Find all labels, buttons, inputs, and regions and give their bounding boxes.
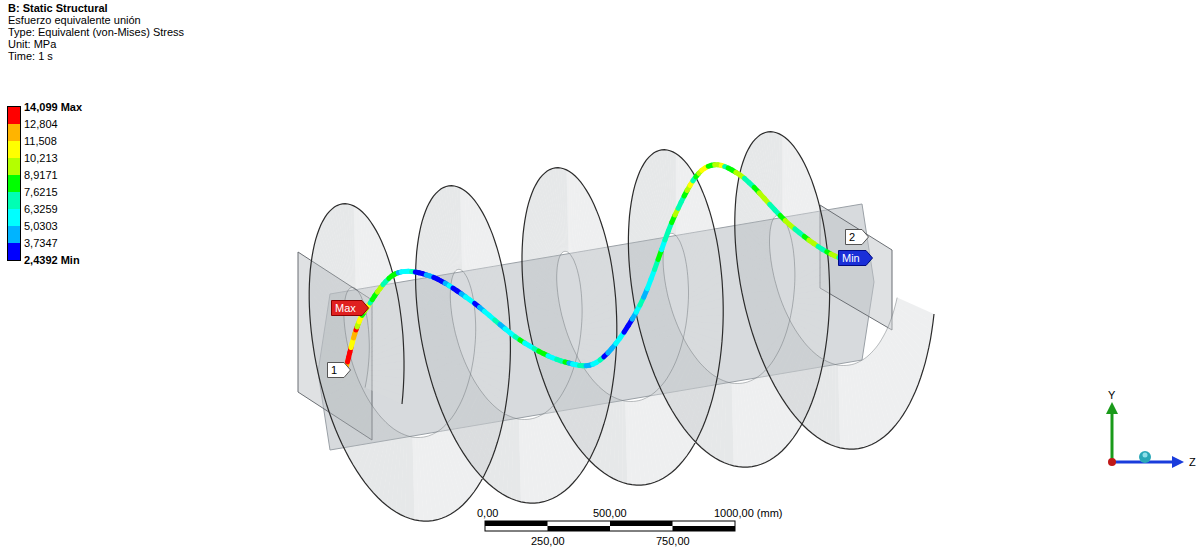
min-probe-tag: Min <box>838 250 873 266</box>
legend-value: 2,4392 Min <box>24 254 80 266</box>
tag-text: 2 <box>845 229 869 245</box>
legend-swatch <box>8 107 20 124</box>
tag-outline <box>846 230 869 245</box>
legend-value: 6,3259 <box>24 203 58 215</box>
flight-root <box>344 215 897 437</box>
conveyor-geometry <box>298 132 934 521</box>
legend-value: 14,099 Max <box>24 101 82 113</box>
legend-value: 11,508 <box>24 135 57 147</box>
legend-swatch <box>8 175 20 192</box>
flight-surface <box>633 294 671 306</box>
tag-text: 1 <box>327 362 351 378</box>
tag-text: Max <box>331 300 369 316</box>
flight-surface <box>618 400 623 483</box>
legend-value: 12,804 <box>24 118 58 130</box>
flight-surface <box>687 315 724 324</box>
scale-value: 500,00 <box>593 507 627 519</box>
flight-surface <box>831 364 836 447</box>
flight-surface <box>367 369 404 378</box>
weld-stress-line <box>345 165 868 372</box>
flight-edge <box>309 132 934 521</box>
result-title: B: Static Structural <box>8 2 108 14</box>
flight-surface <box>724 382 729 465</box>
flight-surface <box>357 208 360 291</box>
legend-swatch <box>8 192 20 209</box>
tag-shape <box>845 229 869 245</box>
flight-surface <box>512 418 517 501</box>
flight-surface <box>740 284 778 292</box>
axis-label: Y <box>1108 389 1115 401</box>
axis-label: Z <box>1189 456 1196 468</box>
legend-value: 10,213 <box>24 152 58 164</box>
tag-outline <box>332 301 369 316</box>
result-info: Esfuerzo equivalente unión <box>8 14 141 26</box>
scale-value: 1000,00 (mm) <box>714 507 782 519</box>
max-probe-tag: Max <box>331 300 369 316</box>
flight-surface <box>421 338 459 346</box>
flight-surface <box>463 190 466 273</box>
legend-swatch <box>8 209 20 226</box>
scale-value: 0,00 <box>477 507 498 519</box>
flight-surface <box>569 172 572 255</box>
probe-number-tag: 1 <box>327 362 351 378</box>
result-info: Type: Equivalent (von-Mises) Stress <box>8 26 184 38</box>
legend-swatch <box>8 124 20 141</box>
tag-shape <box>327 362 351 378</box>
legend-value: 3,7347 <box>24 237 58 249</box>
flight-surface <box>676 154 679 237</box>
flight-surface <box>580 333 617 342</box>
tag-text: Min <box>838 250 873 266</box>
axis-triad <box>1106 402 1184 468</box>
flight-surface <box>474 351 511 360</box>
probe-number-tag: 2 <box>845 229 869 245</box>
legend-swatch <box>8 226 20 243</box>
flight-surface <box>405 436 410 519</box>
legend-value: 8,9171 <box>24 169 58 181</box>
legend-swatch <box>8 158 20 175</box>
tag-outline <box>839 251 873 266</box>
result-info: Unit: MPa <box>8 38 56 50</box>
scale-value: 250,00 <box>531 535 565 547</box>
legend-swatch <box>8 141 20 158</box>
result-info: Time: 1 s <box>8 50 53 62</box>
scale-bar <box>485 521 735 531</box>
scale-value: 750,00 <box>656 535 690 547</box>
legend-value: 7,6215 <box>24 186 58 198</box>
legend-value: 5,0303 <box>24 220 58 232</box>
legend-swatch <box>8 243 20 260</box>
flight-surface <box>896 298 934 323</box>
flight-surface <box>782 136 785 219</box>
end-plate <box>820 205 892 330</box>
flight-surface <box>793 297 830 306</box>
flight-surface <box>528 320 566 328</box>
tag-outline <box>328 363 351 378</box>
